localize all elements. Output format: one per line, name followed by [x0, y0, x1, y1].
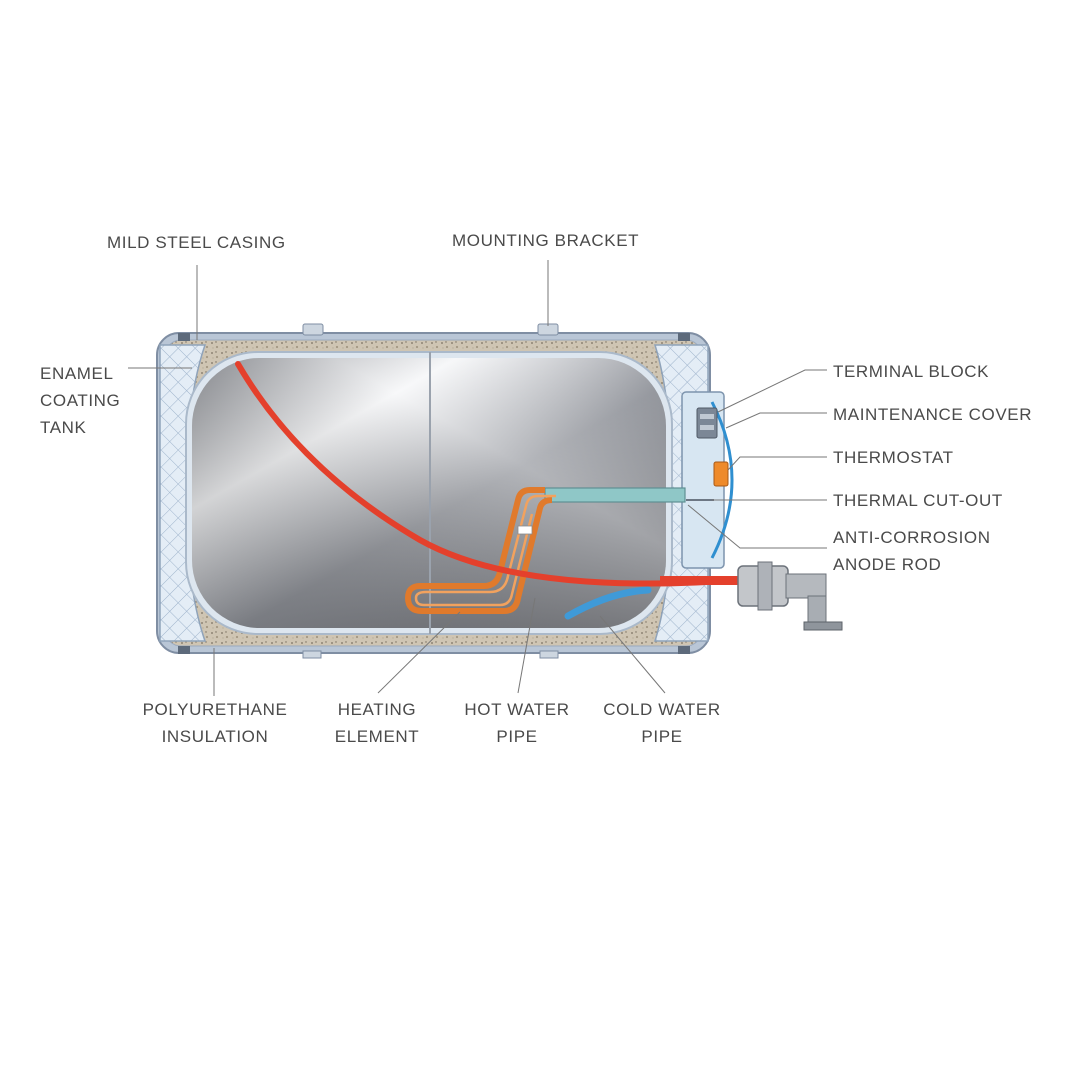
anode-rod-shape [544, 487, 686, 503]
label-heating-element: HEATING ELEMENT [334, 700, 420, 746]
label-hot-water-pipe: HOT WATER PIPE [464, 700, 570, 746]
leader-heating-element [377, 611, 461, 694]
leader-thermostat [727, 456, 827, 471]
thermostat-shape [713, 461, 729, 487]
leader-maintenance-cover [725, 412, 827, 429]
maintenance-cover-shape [710, 401, 734, 559]
leader-hot-water-pipe [517, 597, 536, 694]
label-enamel-coating-tank: ENAMEL COATING TANK [40, 364, 121, 437]
leader-anode-rod [687, 504, 827, 549]
bracket-left [302, 323, 324, 336]
label-anti-corrosion-anode-rod: ANTI-CORROSION ANODE ROD [833, 528, 991, 574]
terminal-block-shape [696, 407, 718, 439]
hot-water-pipe-shape [235, 361, 743, 587]
cold-water-pipe-shape [564, 586, 652, 620]
label-mounting-bracket: MOUNTING BRACKET [452, 231, 640, 250]
label-maintenance-cover: MAINTENANCE COVER [833, 405, 1033, 424]
leader-cold-water-pipe [599, 615, 666, 694]
leader-terminal-block [717, 369, 827, 413]
label-thermal-cut-out: THERMAL CUT-OUT [833, 491, 1003, 510]
label-polyurethane-insulation: POLYURETHANE INSULATION [142, 700, 288, 746]
label-mild-steel-casing: MILD STEEL CASING [107, 233, 286, 252]
heating-element-shape [405, 487, 553, 614]
label-terminal-block: TERMINAL BLOCK [833, 362, 990, 381]
leader-lines [128, 260, 827, 696]
label-cold-water-pipe: COLD WATER PIPE [603, 700, 721, 746]
label-thermostat: THERMOSTAT [833, 448, 954, 467]
